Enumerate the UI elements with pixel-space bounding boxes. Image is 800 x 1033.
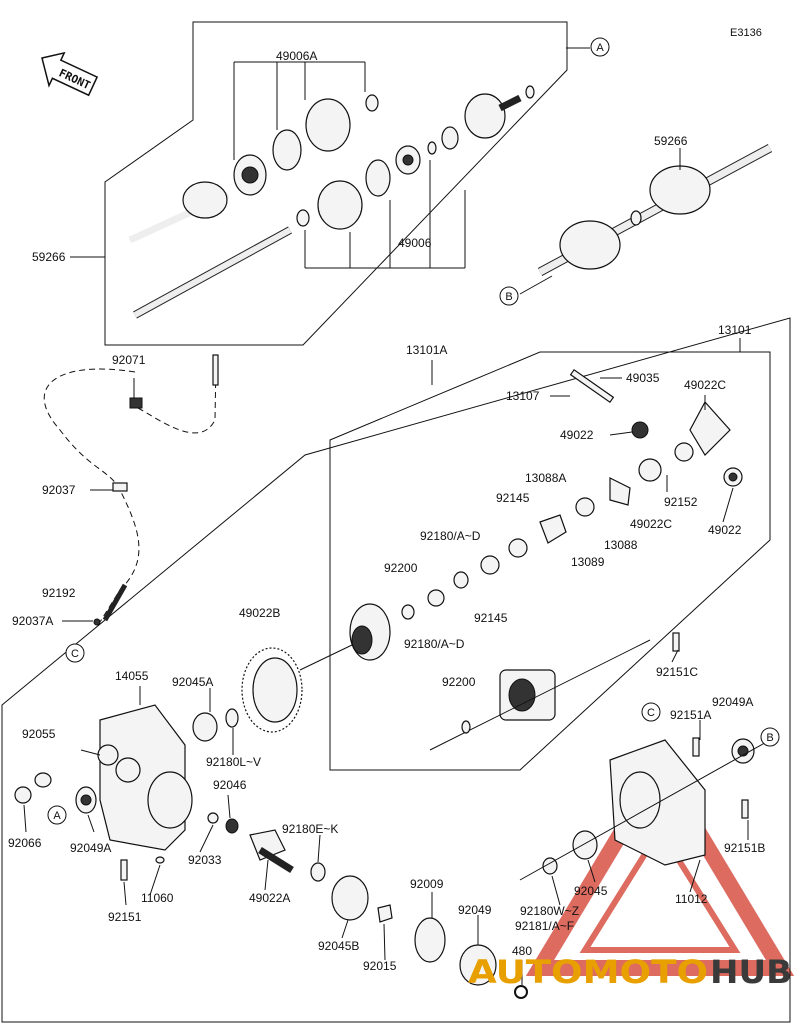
label-59266-left: 59266 (32, 250, 66, 264)
callout-b-right-label: B (766, 732, 773, 744)
label-92009: 92009 (410, 877, 444, 891)
label-92066: 92066 (8, 836, 42, 850)
label-49022B: 49022B (239, 606, 280, 620)
watermark-part1: AUTOMOTO (468, 953, 708, 991)
watermark-part2: HUB (710, 953, 792, 991)
label-92071: 92071 (112, 353, 146, 367)
breather-hose (43, 354, 219, 626)
label-11060: 11060 (141, 891, 174, 905)
housing-group-outline (1, 317, 791, 1023)
label-92180AD-top: 92180/A~D (420, 529, 481, 543)
label-49022-right: 49022 (708, 523, 742, 537)
part-labels: E3136 49006A 59266 59266 49006 13101A 13… (8, 27, 765, 973)
label-13089: 13089 (571, 555, 605, 569)
callout-c-right-label: C (647, 707, 655, 719)
label-11012: 11012 (675, 892, 708, 906)
label-59266-right: 59266 (654, 134, 688, 148)
label-92033: 92033 (188, 853, 222, 867)
gear-case (97, 704, 193, 851)
label-92192: 92192 (42, 586, 76, 600)
differential-group-outline (329, 351, 771, 771)
pinion-gear (249, 829, 528, 999)
label-92045A: 92045A (172, 675, 213, 689)
label-92151B: 92151B (724, 841, 765, 855)
label-92200-top: 92200 (384, 561, 418, 575)
callout-b-right: B (760, 727, 780, 747)
label-92180EK: 92180E~K (282, 822, 338, 836)
label-49006: 49006 (398, 236, 432, 250)
label-13088: 13088 (604, 538, 638, 552)
watermark-logo (525, 752, 795, 976)
axle-group-outline (104, 21, 568, 346)
callout-c-left-label: C (71, 648, 79, 660)
differential-case (349, 603, 391, 661)
label-92049A-left: 92049A (70, 841, 111, 855)
callout-c-left: C (65, 643, 85, 663)
label-480: 480 (512, 944, 532, 958)
label-92180WZ: 92180W~Z (520, 904, 579, 918)
axle-assembly-right (537, 144, 773, 276)
label-49022A: 49022A (249, 891, 290, 905)
differential-parts (241, 368, 743, 751)
ring-gear (241, 647, 303, 733)
small-parts-left (14, 708, 239, 881)
label-92045B: 92045B (318, 939, 359, 953)
diagram-code: E3136 (730, 27, 762, 39)
label-92049: 92049 (458, 903, 492, 917)
label-92037A: 92037A (12, 614, 53, 628)
label-13101: 13101 (718, 323, 752, 337)
label-92181AF: 92181/A~F (515, 919, 574, 933)
label-49022C-top: 49022C (684, 378, 726, 392)
axle-shaft-upper (128, 94, 379, 244)
callout-a-top-label: A (596, 42, 604, 54)
label-92151: 92151 (108, 910, 142, 924)
watermark-text: AUTOMOTO HUB (468, 953, 792, 991)
label-13088A: 13088A (525, 471, 566, 485)
label-92151C: 92151C (656, 665, 698, 679)
label-49022C-mid: 49022C (630, 517, 672, 531)
callout-b-top: B (499, 286, 519, 306)
label-49022-top: 49022 (560, 428, 594, 442)
label-92049A: 92049A (712, 695, 753, 709)
callout-a-top: A (590, 37, 610, 57)
label-92055: 92055 (22, 727, 56, 741)
label-92180AD-mid: 92180/A~D (404, 637, 465, 651)
callout-a-left: A (47, 805, 67, 825)
axle-shaft-lower (133, 85, 535, 319)
label-92152: 92152 (664, 495, 698, 509)
label-92151A: 92151A (670, 708, 711, 722)
callout-b-top-label: B (505, 291, 512, 303)
label-92037: 92037 (42, 483, 76, 497)
label-92180LV: 92180L~V (206, 755, 261, 769)
label-14055: 14055 (115, 669, 149, 683)
label-92145-mid: 92145 (474, 611, 508, 625)
label-49035: 49035 (626, 371, 660, 385)
label-92045: 92045 (574, 884, 608, 898)
label-92145-top: 92145 (496, 491, 530, 505)
right-case (519, 632, 771, 881)
differential-housing-cover (499, 669, 556, 721)
front-arrow: FRONT (41, 51, 99, 97)
label-92046: 92046 (213, 778, 247, 792)
callout-a-left-label: A (53, 810, 61, 822)
label-49006A: 49006A (276, 49, 317, 63)
label-13101A: 13101A (406, 343, 447, 357)
callout-c-right: C (641, 702, 661, 722)
leader-lines (23, 47, 749, 985)
label-92200-mid: 92200 (442, 675, 476, 689)
label-92015: 92015 (363, 959, 397, 973)
label-13107: 13107 (506, 389, 540, 403)
